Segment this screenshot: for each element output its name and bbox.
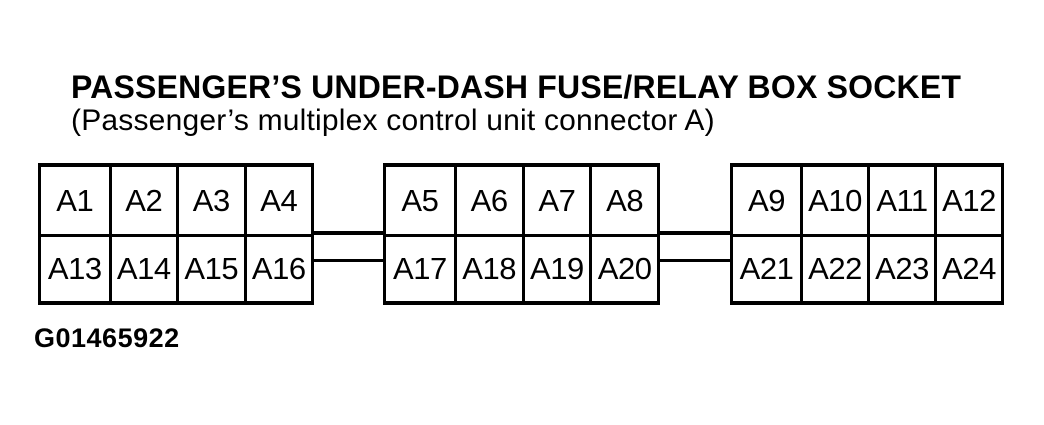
figure-code: G01465922 [34,323,180,353]
wire-link-1-2-bottom [311,259,385,262]
socket-cell-a3: A3 [176,167,244,234]
socket-cell-a18: A18 [453,234,522,301]
socket-cell-a1: A1 [56,182,94,218]
socket-cell-a4: A4 [243,167,312,234]
socket-cell-a11: A11 [867,167,934,234]
socket-cell-a24: A24 [934,234,1001,301]
socket-cell-a17: A17 [386,234,454,301]
socket-cell-a10: A10 [800,167,867,234]
socket-cell-a8: A8 [589,167,657,234]
socket-cell-a5: A5 [401,182,439,218]
socket-cell-a22: A22 [800,234,867,301]
socket-cell-a9: A9 [748,182,785,218]
socket-cell-a2: A2 [108,167,177,234]
socket-cell-a6: A6 [453,167,522,234]
diagram-title: PASSENGER’S UNDER-DASH FUSE/RELAY BOX SO… [71,69,962,105]
socket-cell-a16: A16 [243,234,311,301]
socket-cell-a13: A13 [41,234,109,301]
socket-cell-a12: A12 [934,167,1001,234]
wire-link-2-3-bottom [658,259,732,262]
connector-block-3: A9 A10 A11 A12 A21 A22 A23 A24 [730,163,1004,305]
socket-cell-a14: A14 [108,234,176,301]
socket-cell-a7: A7 [521,167,590,234]
connector-block-2: A5 A6 A7 A8 A17 A18 A19 A20 [383,163,660,305]
diagram-subtitle: (Passenger’s multiplex control unit conn… [71,104,715,137]
socket-cell-a19: A19 [521,234,590,301]
wire-link-2-3-top [658,231,732,235]
connector-block-1: A1 A2 A3 A4 A13 A14 A15 A16 [38,163,314,305]
wire-link-1-2-top [311,231,385,235]
socket-cell-a20: A20 [589,234,657,301]
header: PASSENGER’S UNDER-DASH FUSE/RELAY BOX SO… [71,70,961,137]
socket-cell-a15: A15 [176,234,244,301]
socket-cell-a23: A23 [867,234,934,301]
socket-cell-a21: A21 [733,234,800,301]
